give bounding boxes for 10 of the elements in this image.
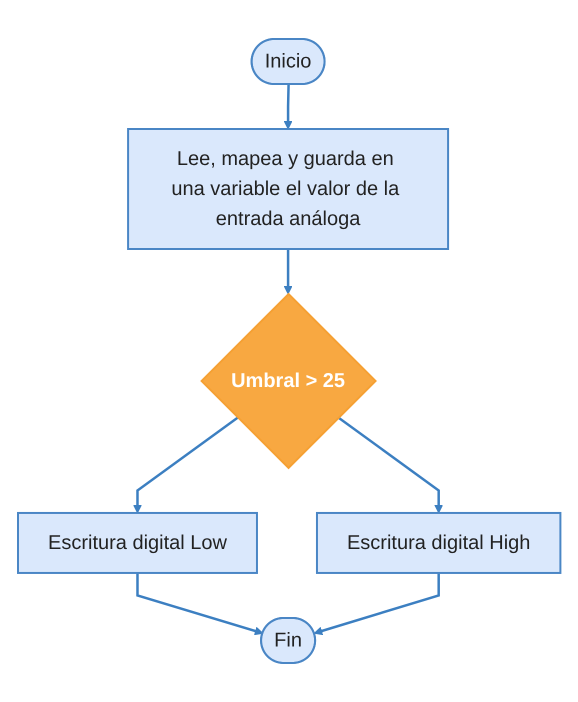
node-diamond: Umbral > 25	[200, 292, 377, 470]
arrow	[283, 84, 292, 130]
node-box: Escritura digital High	[316, 512, 562, 574]
node-box: Escritura digital Low	[16, 512, 258, 574]
arrow	[338, 416, 443, 514]
arrow	[283, 249, 292, 294]
arrow	[314, 572, 440, 636]
arrow	[136, 572, 264, 636]
node-box: Lee, mapea y guarda en una variable el valor de la entrada análoga	[126, 128, 449, 250]
arrow	[132, 416, 238, 514]
